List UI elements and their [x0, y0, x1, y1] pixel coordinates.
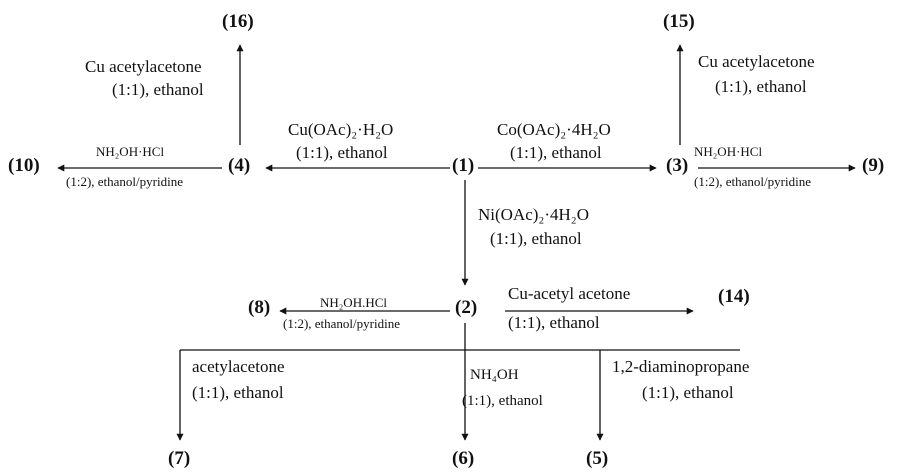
compound-3: (3)	[666, 155, 689, 176]
reagent-to-7: acetylacetone	[192, 357, 285, 376]
compound-9: (9)	[862, 155, 885, 176]
compound-4: (4)	[228, 155, 251, 176]
compound-8: (8)	[248, 297, 271, 318]
reagent-to-5: 1,2-diaminopropane	[612, 357, 750, 376]
reagent-to-10: NH₂OH·HCl	[96, 144, 165, 159]
reagent-to-16: Cu acetylacetone	[85, 57, 202, 76]
compound-16: (16)	[222, 11, 254, 32]
conditions-to-15: (1:1), ethanol	[715, 77, 807, 96]
conditions-to-7: (1:1), ethanol	[192, 383, 284, 402]
reagent-to-14: Cu-acetyl acetone	[508, 284, 631, 303]
compound-7: (7)	[168, 448, 191, 469]
reagent-to-3: Co(OAc)₂·4H₂O	[497, 120, 611, 139]
reagent-to-2: Ni(OAc)₂·4H₂O	[478, 205, 589, 224]
conditions-to-8: (1:2), ethanol/pyridine	[283, 316, 400, 331]
conditions-to-16: (1:1), ethanol	[112, 80, 204, 99]
reagent-to-9: NH₂OH·HCl	[694, 144, 763, 159]
compound-10: (10)	[8, 155, 40, 176]
conditions-to-4: (1:1), ethanol	[296, 143, 388, 162]
conditions-to-10: (1:2), ethanol/pyridine	[66, 174, 183, 189]
compound-14: (14)	[718, 286, 750, 307]
reagent-to-8: NH₂OH.HCl	[320, 295, 388, 310]
reagent-to-15: Cu acetylacetone	[698, 52, 815, 71]
reagent-to-6: NH₄OH	[470, 367, 519, 383]
conditions-to-3: (1:1), ethanol	[510, 143, 602, 162]
conditions-to-2: (1:1), ethanol	[490, 229, 582, 248]
conditions-to-14: (1:1), ethanol	[508, 313, 600, 332]
compound-5: (5)	[586, 448, 609, 469]
compound-15: (15)	[663, 11, 695, 32]
compound-6: (6)	[452, 448, 475, 469]
compound-2: (2)	[455, 297, 478, 318]
conditions-to-5: (1:1), ethanol	[642, 383, 734, 402]
compound-1: (1)	[452, 155, 475, 176]
conditions-to-6: (1:1), ethanol	[462, 393, 543, 409]
conditions-to-9: (1:2), ethanol/pyridine	[694, 174, 811, 189]
reagent-to-4: Cu(OAc)₂·H₂O	[288, 120, 394, 139]
